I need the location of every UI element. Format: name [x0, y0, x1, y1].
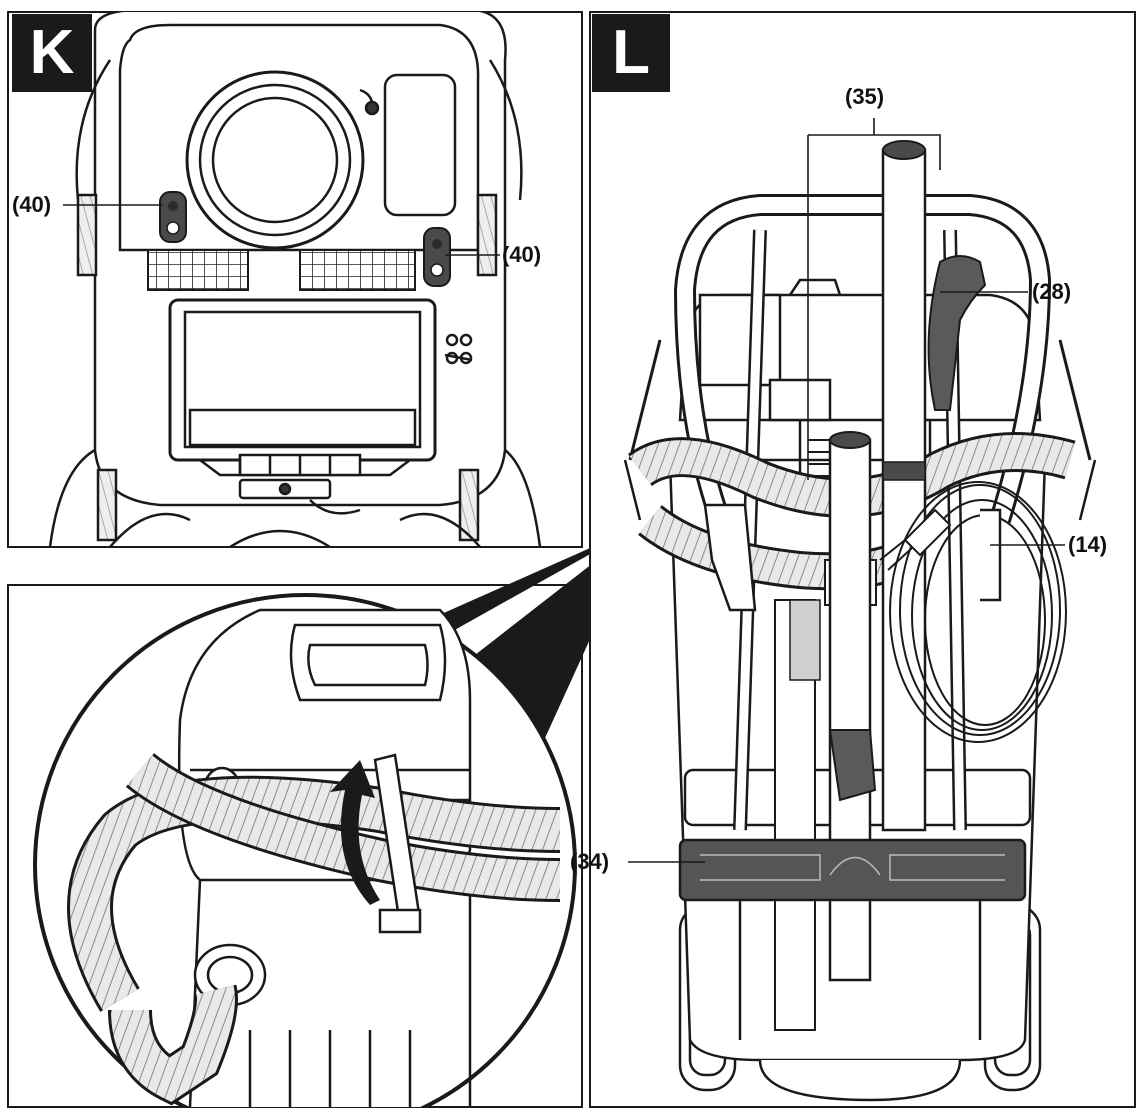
- latch-left-40: [159, 191, 187, 243]
- panel-l-badge: L: [592, 14, 670, 92]
- panel-detail: [7, 525, 642, 1108]
- power-cord-14: [879, 481, 1067, 743]
- callout-14: (14): [1068, 532, 1108, 557]
- bracket-35: [807, 118, 941, 480]
- floor-nozzle-34: [678, 729, 1027, 902]
- callout-40-left: (40): [12, 192, 52, 217]
- callout-34: (34): [570, 849, 610, 874]
- latch-right-40: [423, 227, 451, 287]
- rotation-arrow: [330, 760, 380, 905]
- panel-k-badge: K: [12, 14, 92, 92]
- crevice-nozzle-28: [927, 255, 987, 411]
- callout-35: (35): [845, 84, 885, 109]
- callout-40-right: (40): [502, 242, 542, 267]
- callout-28: (28): [1032, 279, 1072, 304]
- panel-l: [589, 11, 1136, 1108]
- panel-k: [7, 11, 583, 548]
